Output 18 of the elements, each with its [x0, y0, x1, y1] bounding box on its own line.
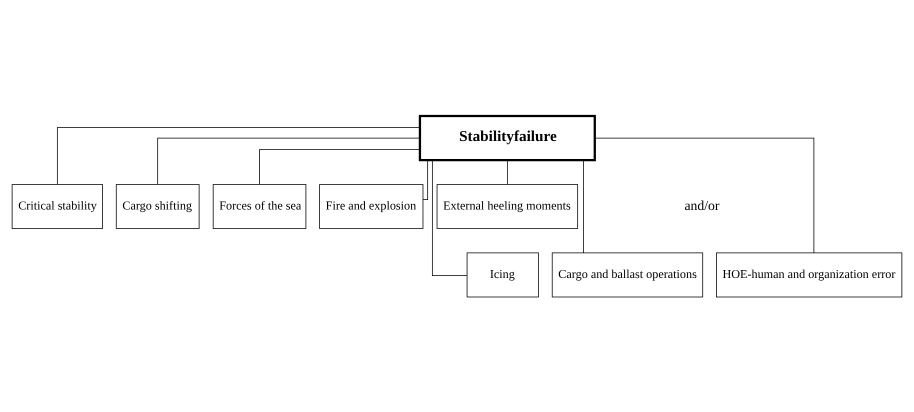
- connector: [594, 137, 814, 252]
- label: and/or: [684, 197, 720, 212]
- node-box: Fire and explosion: [319, 184, 424, 228]
- connector: [432, 159, 468, 276]
- connector: [422, 159, 428, 200]
- node-box: Cargo and ballast operations: [552, 252, 704, 297]
- node-box: Cargo shifting: [116, 184, 200, 228]
- connector: [506, 160, 508, 184]
- node-box: External heeling moments: [436, 184, 578, 228]
- connector: [583, 160, 584, 253]
- connector: [56, 126, 420, 184]
- connector: [259, 148, 420, 184]
- node-box: Critical stability: [12, 184, 103, 228]
- node-box: HOE-human and organization error: [716, 252, 902, 297]
- node-box: Stabilityfailure: [418, 114, 596, 161]
- connector: [157, 137, 420, 184]
- node-box: Icing: [466, 252, 539, 297]
- node-box: Forces of the sea: [212, 184, 306, 228]
